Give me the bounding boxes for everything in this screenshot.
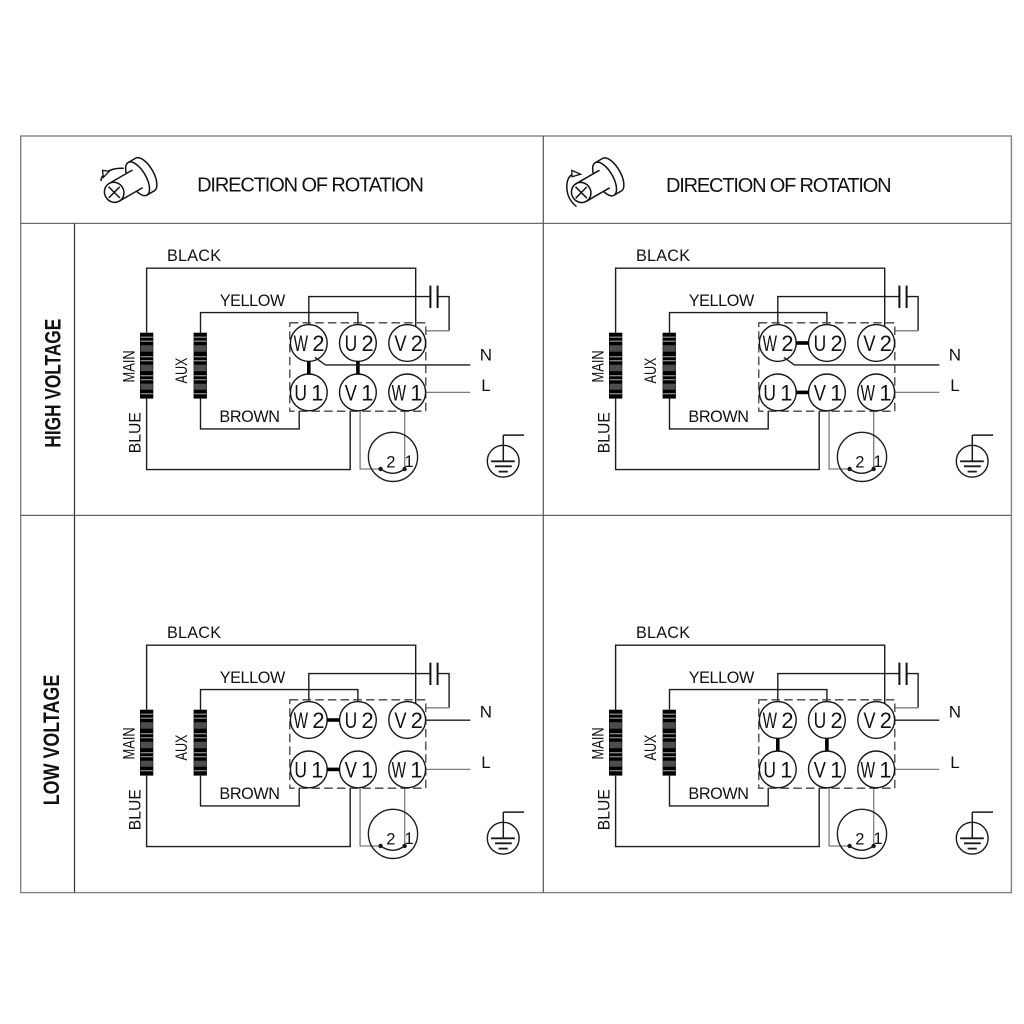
svg-text:DIRECTION OF ROTATION: DIRECTION OF ROTATION [666,175,892,197]
svg-text:DIRECTION OF ROTATION: DIRECTION OF ROTATION [197,175,424,197]
svg-text:LOW VOLTAGE: LOW VOLTAGE [39,675,64,806]
svg-text:HIGH VOLTAGE: HIGH VOLTAGE [41,319,66,448]
